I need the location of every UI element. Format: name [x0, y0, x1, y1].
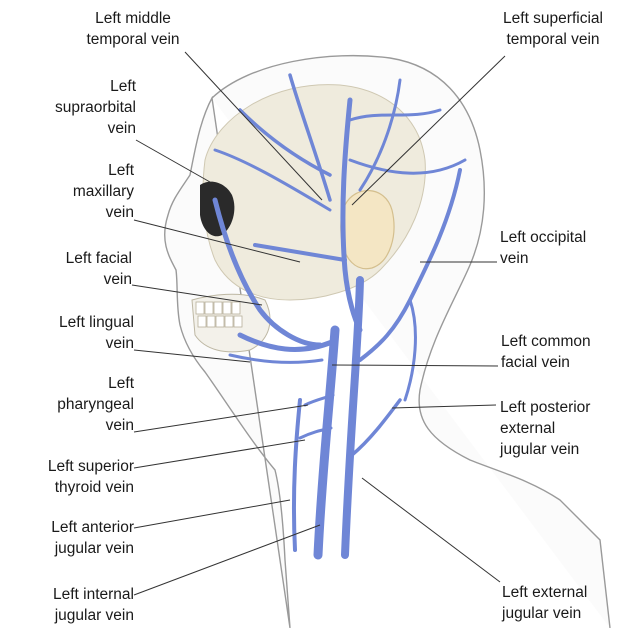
label-left-occipital-vein: Left occipital vein — [500, 227, 630, 269]
label-line: jugular vein — [4, 605, 134, 626]
label-left-pharyngeal-vein: Left pharyngeal vein — [20, 373, 134, 436]
label-line: Left internal — [4, 584, 134, 605]
label-line: supraorbital — [20, 97, 136, 118]
label-line: vein — [20, 118, 136, 139]
label-line: external — [500, 418, 632, 439]
leader-external-jugular — [362, 478, 500, 582]
label-left-maxillary-vein: Left maxillary vein — [20, 160, 134, 223]
ear-shape — [341, 191, 394, 269]
label-line: vein — [20, 269, 132, 290]
label-line: Left common — [501, 331, 631, 352]
label-line: thyroid vein — [4, 477, 134, 498]
leader-internal-jugular — [134, 525, 320, 595]
label-line: Left lingual — [20, 312, 134, 333]
label-left-lingual-vein: Left lingual vein — [20, 312, 134, 354]
label-line: Left middle — [58, 8, 208, 29]
label-line: jugular vein — [4, 538, 134, 559]
label-line: Left external — [502, 582, 632, 603]
label-line: jugular vein — [502, 603, 632, 624]
leader-anterior-jugular — [134, 500, 290, 528]
label-line: Left — [20, 76, 136, 97]
label-line: maxillary — [20, 181, 134, 202]
label-left-internal-jugular-vein: Left internal jugular vein — [4, 584, 134, 626]
label-line: jugular vein — [500, 439, 632, 460]
leader-pharyngeal — [134, 405, 308, 432]
label-left-facial-vein: Left facial vein — [20, 248, 132, 290]
label-line: facial vein — [501, 352, 631, 373]
label-left-posterior-external-jugular-vein: Left posterior external jugular vein — [500, 397, 632, 460]
label-line: Left — [20, 160, 134, 181]
label-left-external-jugular-vein: Left external jugular vein — [502, 582, 632, 624]
label-line: Left facial — [20, 248, 132, 269]
label-line: Left superficial — [478, 8, 628, 29]
label-line: Left occipital — [500, 227, 630, 248]
label-line: pharyngeal — [20, 394, 134, 415]
label-line: vein — [500, 248, 630, 269]
label-line: vein — [20, 333, 134, 354]
label-left-superficial-temporal-vein: Left superficial temporal vein — [478, 8, 628, 50]
label-left-superior-thyroid-vein: Left superior thyroid vein — [4, 456, 134, 498]
label-line: Left — [20, 373, 134, 394]
leader-thyroid — [134, 440, 305, 468]
label-line: vein — [20, 202, 134, 223]
label-line: Left posterior — [500, 397, 632, 418]
label-left-anterior-jugular-vein: Left anterior jugular vein — [4, 517, 134, 559]
label-left-supraorbital-vein: Left supraorbital vein — [20, 76, 136, 139]
label-left-common-facial-vein: Left common facial vein — [501, 331, 631, 373]
anterior-jugular-vein-path — [294, 400, 300, 550]
label-line: temporal vein — [58, 29, 208, 50]
label-left-middle-temporal-vein: Left middle temporal vein — [58, 8, 208, 50]
label-line: Left anterior — [4, 517, 134, 538]
label-line: vein — [20, 415, 134, 436]
internal-jugular-vein-path — [318, 330, 335, 555]
label-line: Left superior — [4, 456, 134, 477]
label-line: temporal vein — [478, 29, 628, 50]
